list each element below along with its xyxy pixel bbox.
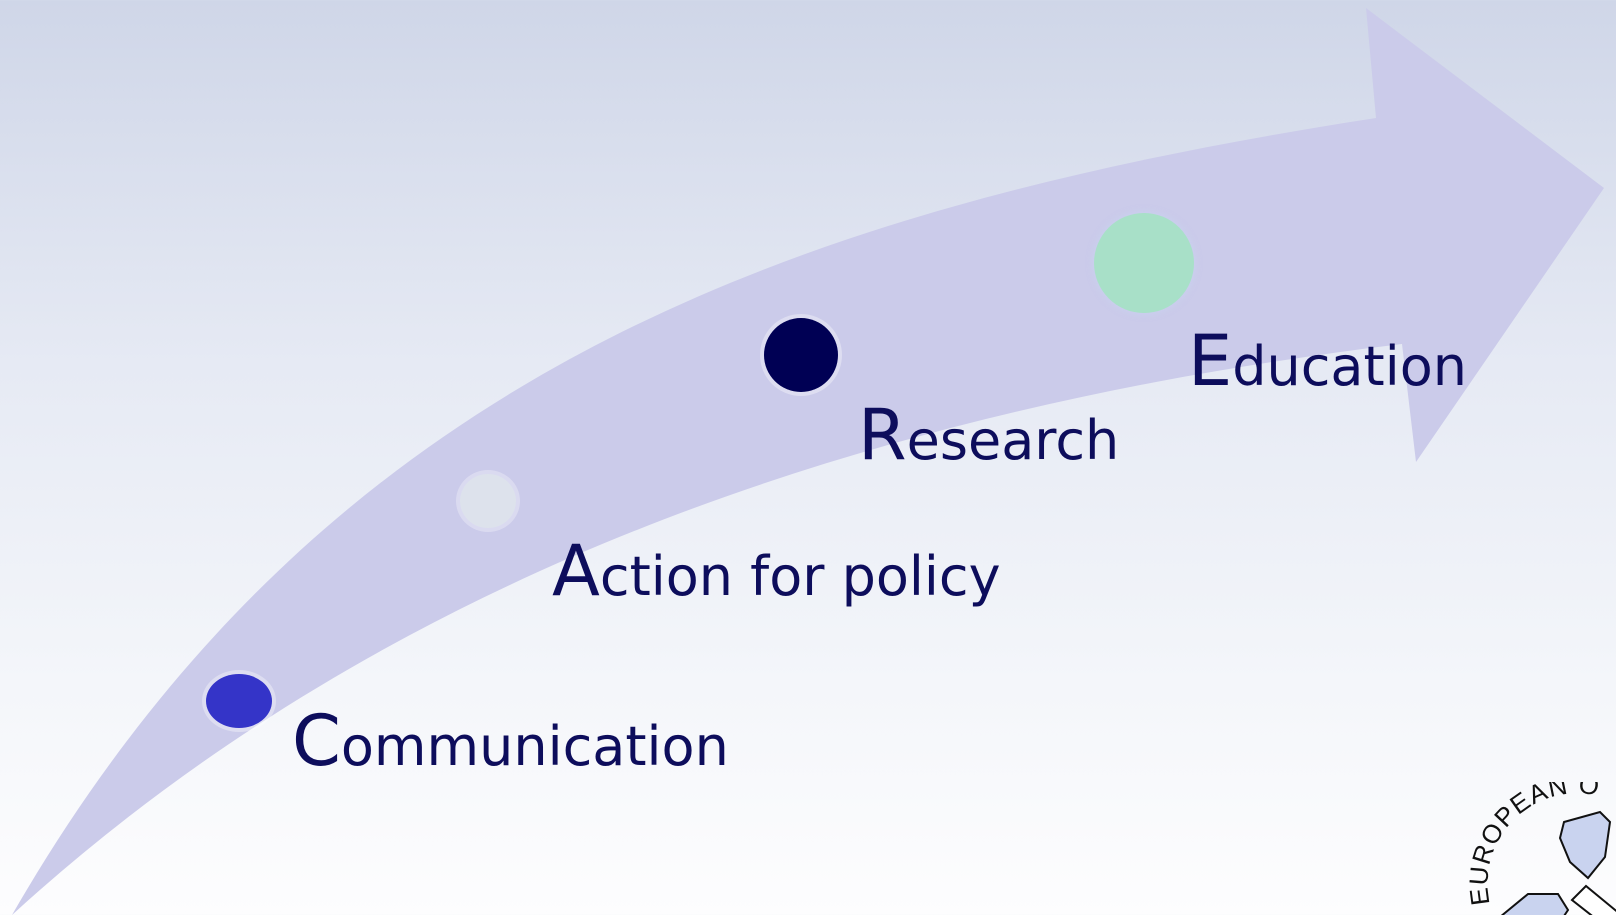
research-initial: R <box>858 394 907 476</box>
action-initial: A <box>552 530 600 612</box>
communication-rest: ommunication <box>340 715 729 778</box>
action-rest: ction for policy <box>599 545 1001 608</box>
education-rest: ducation <box>1232 335 1467 398</box>
communication-label: Communication <box>292 706 729 776</box>
communication-initial: C <box>292 700 341 782</box>
arrow-body <box>12 8 1604 915</box>
research-label: Research <box>858 400 1119 470</box>
communication-dot <box>206 674 272 728</box>
education-label: Education <box>1188 326 1467 396</box>
seal-logo-icon: EUROPEAN O <box>1463 782 1616 915</box>
action-label: Action for policy <box>552 536 1001 606</box>
action-dot <box>460 474 516 528</box>
research-rest: esearch <box>906 409 1120 472</box>
research-dot <box>764 318 838 392</box>
education-initial: E <box>1188 320 1233 402</box>
education-dot <box>1094 213 1194 313</box>
